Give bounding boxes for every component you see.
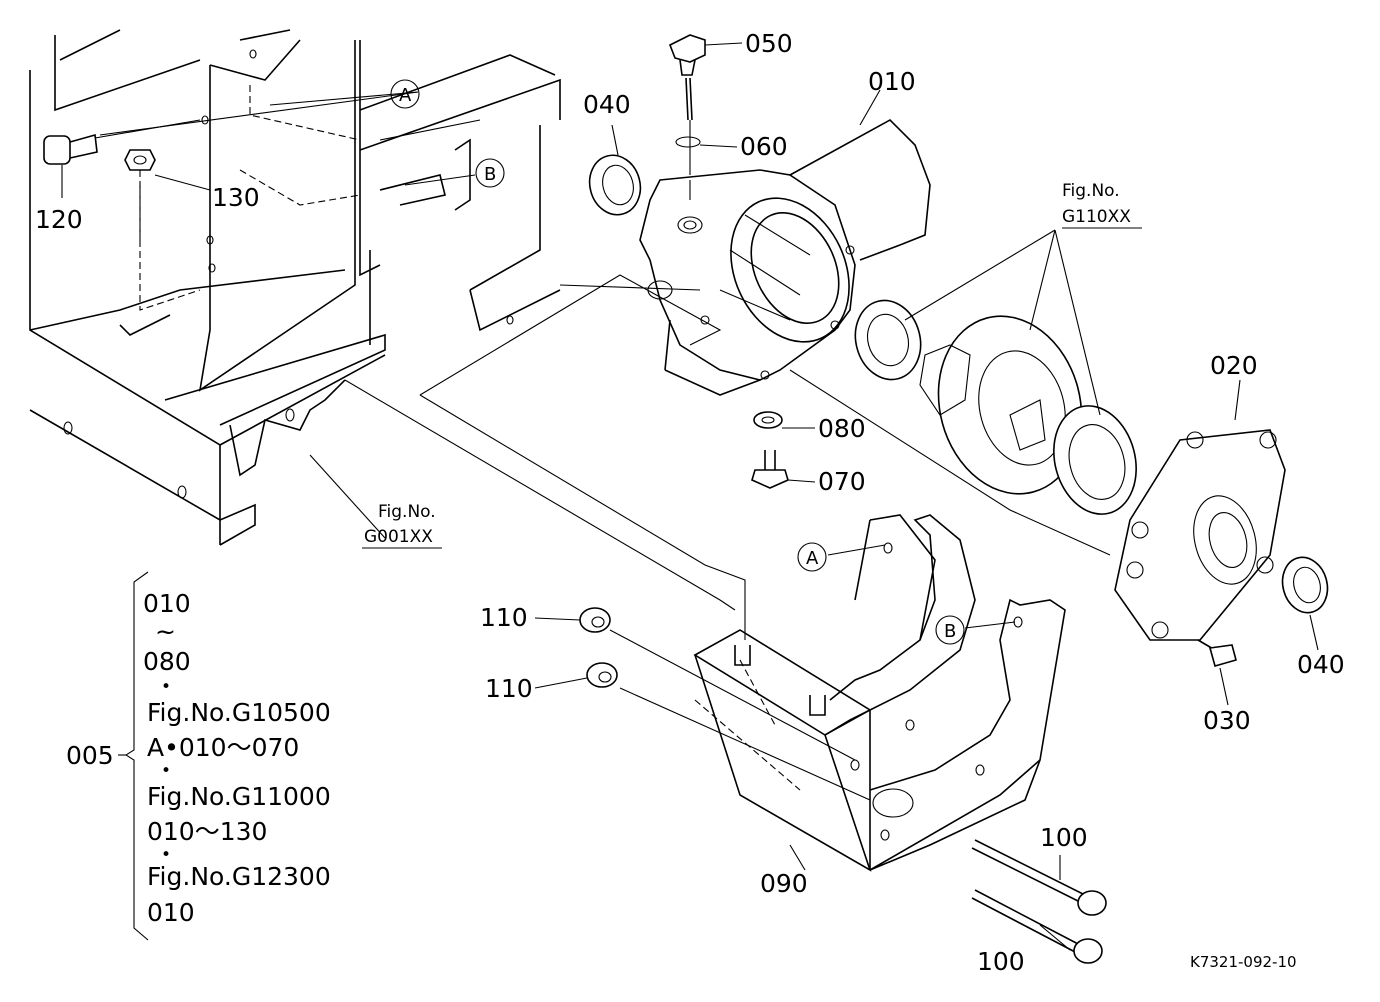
callout-050: 050	[745, 29, 793, 58]
assembly-list-item: Fig.No.G10500	[147, 698, 331, 727]
assembly-list-item: •	[161, 677, 171, 697]
ref-circle-b-bracket	[935, 615, 965, 645]
ref-circle-a-top	[390, 79, 420, 109]
callout-040-upper: 040	[583, 90, 631, 119]
plug-120-drawing	[43, 119, 201, 165]
ref-mark-a-top: A	[399, 85, 412, 106]
fig-ref-g001-line2: G001XX	[364, 527, 433, 547]
assembly-list-item: 010	[147, 898, 195, 927]
dipstick-050-drawing	[668, 34, 706, 175]
washer-080-drawing	[753, 411, 783, 429]
assembly-list-item: 010	[143, 589, 191, 618]
assembly-list-item: ~	[155, 617, 176, 646]
fig-ref-g001-line1: Fig.No.	[378, 502, 436, 522]
fig-ref-g110-line2: G110XX	[1062, 207, 1131, 227]
callout-130: 130	[212, 183, 260, 212]
collar-110-upper-drawing	[579, 607, 611, 633]
assembly-brace	[118, 571, 149, 941]
drawing-code: K7321-092-10	[1190, 953, 1297, 971]
callout-070: 070	[818, 467, 866, 496]
ref-mark-b-top: B	[484, 164, 496, 185]
assembly-list-item: •	[161, 761, 171, 781]
differential-assembly-drawing	[854, 299, 1137, 515]
callout-080: 080	[818, 414, 866, 443]
oil-seal-040-lower-drawing	[1281, 556, 1329, 614]
ref-mark-b-bracket: B	[944, 621, 956, 642]
callout-010: 010	[868, 67, 916, 96]
frame-drawing	[29, 29, 561, 546]
assembly-list-item: A•010～070	[147, 733, 299, 762]
nut-130-drawing	[124, 149, 156, 240]
assembly-list-item: Fig.No.G11000	[147, 782, 331, 811]
callout-030: 030	[1203, 706, 1251, 735]
bracket-090-drawing	[693, 514, 1066, 872]
callout-100-upper: 100	[1040, 823, 1088, 852]
housing-010-drawing	[639, 119, 931, 396]
cover-020-drawing	[1114, 429, 1286, 641]
callout-020: 020	[1210, 351, 1258, 380]
callout-040-lower: 040	[1297, 650, 1345, 679]
assembly-list: 010 ~ 080 • Fig.No.G10500 A•010～070 • Fi…	[143, 589, 331, 927]
callout-090: 090	[760, 869, 808, 898]
callout-120: 120	[35, 205, 83, 234]
collar-110-lower-drawing	[586, 662, 618, 688]
assembly-list-item: •	[161, 845, 171, 865]
leader-lines	[61, 42, 1319, 951]
assembly-list-item: Fig.No.G12300	[147, 862, 331, 891]
fig-ref-g110-line1: Fig.No.	[1062, 181, 1120, 201]
bolt-100-lower-drawing	[971, 889, 1103, 964]
plug-030-drawing	[1197, 639, 1237, 667]
bolt-070-drawing	[751, 450, 789, 489]
oil-seal-040-upper-drawing	[588, 154, 642, 216]
ref-mark-a-bracket: A	[806, 548, 819, 569]
ref-circle-b-top	[475, 158, 505, 188]
callout-060: 060	[740, 132, 788, 161]
callout-100-lower: 100	[977, 947, 1025, 976]
bolt-100-upper-drawing	[971, 839, 1107, 916]
callout-110-lower: 110	[485, 674, 533, 703]
assembly-list-item: 080	[143, 647, 191, 676]
callout-005: 005	[66, 741, 114, 770]
ref-circle-a-bracket	[797, 542, 827, 572]
callout-110-upper: 110	[480, 603, 528, 632]
assembly-list-item: 010～130	[147, 817, 267, 846]
